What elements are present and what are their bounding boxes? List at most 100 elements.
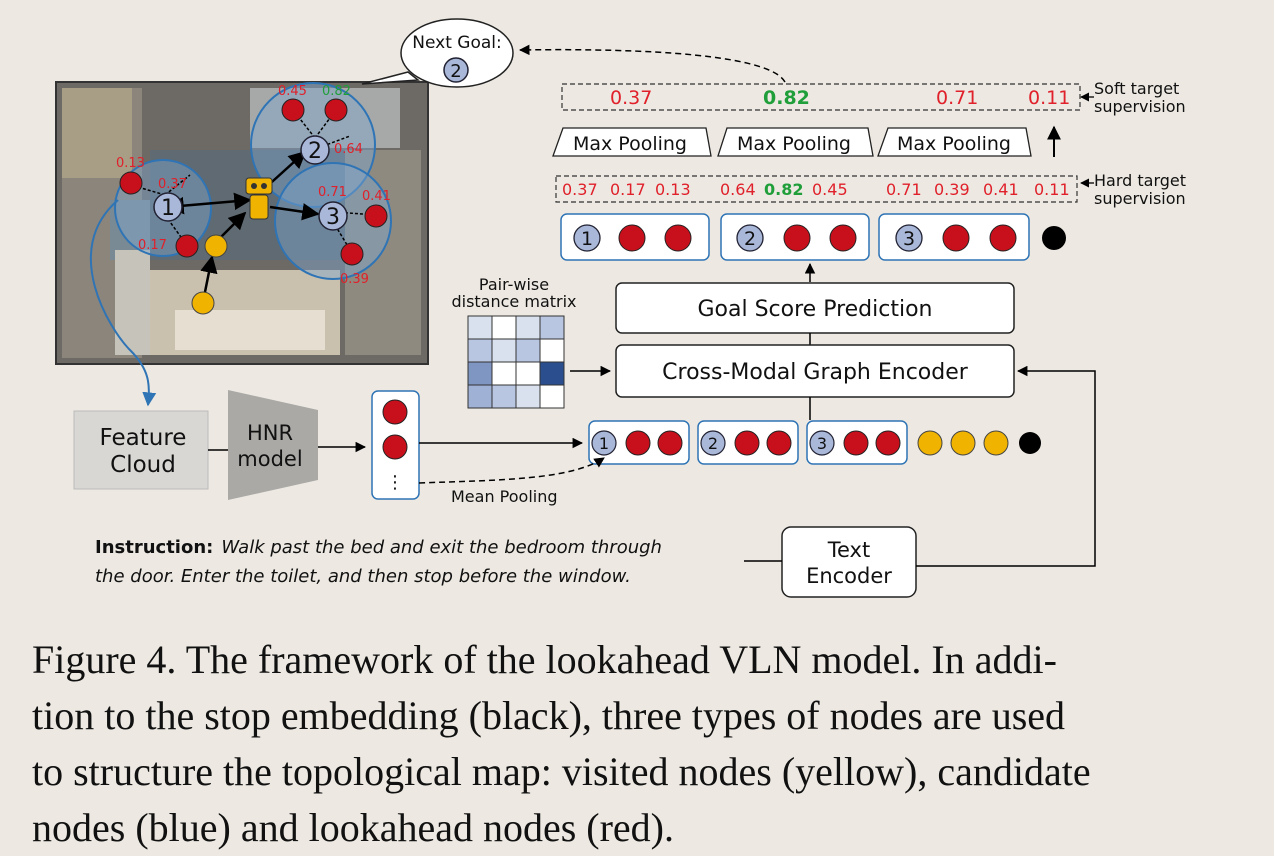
input-lookahead-node bbox=[625, 430, 651, 456]
text-encoder-label-1: Text bbox=[827, 538, 870, 562]
soft-to-goal-arrow bbox=[518, 44, 786, 83]
input-candidate-label: 3 bbox=[817, 434, 827, 453]
output-lookahead-node bbox=[989, 224, 1017, 252]
map-candidate-2-label: 2 bbox=[308, 139, 322, 164]
map-lookahead-node bbox=[340, 242, 364, 266]
map-lookahead-node bbox=[324, 98, 348, 122]
graph-encoder-block bbox=[615, 344, 1015, 398]
input-lookahead-node bbox=[766, 430, 792, 456]
hard-score: 0.37 bbox=[562, 180, 598, 199]
output-lookahead-node bbox=[942, 224, 970, 252]
soft-score: 0.82 bbox=[763, 87, 810, 109]
map-candidate-2: 2 bbox=[300, 135, 330, 165]
hard-label-1: Hard target bbox=[1094, 171, 1186, 190]
hard-score: 0.11 bbox=[1034, 180, 1070, 199]
output-candidate-label: 1 bbox=[581, 228, 593, 250]
input-lookahead-node bbox=[843, 430, 869, 456]
hard-score: 0.71 bbox=[886, 180, 922, 199]
map-rug bbox=[62, 88, 132, 178]
map-to-feature-arrow bbox=[89, 199, 157, 407]
caption-line: tion to the stop embedding (black), thre… bbox=[32, 693, 1066, 738]
soft-score: 0.37 bbox=[610, 87, 652, 109]
goal-score-block bbox=[615, 282, 1015, 334]
map-score: 0.17 bbox=[138, 238, 167, 253]
next-goal-bubble: Next Goal: 2 bbox=[361, 18, 514, 88]
hard-score: 0.17 bbox=[610, 180, 646, 199]
map-score: 0.41 bbox=[362, 189, 391, 204]
instruction-line-2: the door. Enter the toilet, and then sto… bbox=[95, 566, 631, 587]
soft-target-row: 0.37 0.82 0.71 0.11 Soft target supervis… bbox=[561, 79, 1186, 116]
hnr-block bbox=[228, 390, 318, 500]
soft-label-2: supervision bbox=[1094, 97, 1186, 116]
output-node-row: 1 2 3 bbox=[560, 213, 1066, 261]
input-candidate-label: 1 bbox=[599, 434, 609, 453]
feature-cloud-label-2: Cloud bbox=[110, 452, 176, 478]
predicted-feature-node bbox=[382, 399, 408, 425]
text-encoder-to-graph-arrow bbox=[916, 365, 1096, 567]
map-furniture bbox=[115, 250, 150, 355]
visited-node bbox=[191, 291, 215, 315]
max-pooling-label: Max Pooling bbox=[897, 133, 1011, 155]
map-candidate-3-label: 3 bbox=[326, 205, 340, 230]
map-score: 0.64 bbox=[334, 142, 363, 157]
instruction-text-1: Walk past the bed and exit the bedroom t… bbox=[221, 537, 662, 558]
hard-target-row: 0.37 0.17 0.13 0.64 0.82 0.45 0.71 0.39 … bbox=[555, 171, 1186, 208]
map-candidate-1-label: 1 bbox=[161, 196, 175, 221]
text-encoder-block bbox=[781, 526, 917, 598]
hard-score: 0.64 bbox=[720, 180, 756, 199]
predicted-feature-node bbox=[382, 434, 408, 460]
input-candidate-label: 2 bbox=[708, 434, 718, 453]
instruction-label: Instruction: bbox=[95, 537, 213, 558]
floor-plan-map: 1 2 3 0.13 0.37 0.17 0.45 0.82 0.64 0.71… bbox=[55, 81, 429, 407]
hard-label-2: supervision bbox=[1094, 189, 1186, 208]
map-sub-link bbox=[292, 109, 316, 139]
map-link-visited-b bbox=[217, 211, 247, 241]
figure-caption: Figure 4. The framework of the lookahead… bbox=[32, 632, 1252, 856]
input-visited-node bbox=[917, 430, 943, 456]
map-score: 0.13 bbox=[116, 156, 145, 171]
map-score: 0.82 bbox=[322, 84, 351, 99]
output-lookahead-node bbox=[783, 224, 811, 252]
pairwise-label-2: distance matrix bbox=[451, 292, 576, 311]
map-lookahead-node bbox=[281, 98, 305, 122]
hard-score: 0.45 bbox=[812, 180, 848, 199]
max-pooling-row: Max Pooling Max Pooling Max Pooling bbox=[552, 125, 1061, 157]
input-stop-node bbox=[1019, 432, 1041, 454]
mean-pooling-label: Mean Pooling bbox=[451, 487, 558, 506]
predicted-features-ellipsis: ⋮ bbox=[386, 472, 404, 493]
caption-line: nodes (blue) and lookahead nodes (red). bbox=[32, 805, 674, 850]
output-candidate-label: 2 bbox=[744, 228, 756, 250]
soft-score: 0.71 bbox=[936, 87, 978, 109]
map-link-3 bbox=[269, 203, 320, 221]
output-candidate-label: 3 bbox=[903, 228, 915, 250]
goal-score-label: Goal Score Prediction bbox=[698, 297, 933, 322]
max-pooling-label: Max Pooling bbox=[737, 133, 851, 155]
map-score: 0.71 bbox=[318, 185, 347, 200]
map-score: 0.45 bbox=[278, 84, 307, 99]
output-lookahead-node bbox=[664, 224, 692, 252]
feature-cloud-block bbox=[73, 410, 209, 490]
map-lookahead-node bbox=[175, 234, 199, 258]
instruction-line-1: Instruction: Walk past the bed and exit t… bbox=[95, 537, 662, 558]
input-visited-node bbox=[950, 430, 976, 456]
hard-score: 0.39 bbox=[934, 180, 970, 199]
map-sub-link bbox=[164, 174, 191, 196]
soft-score: 0.11 bbox=[1028, 87, 1070, 109]
input-visited-node bbox=[983, 430, 1009, 456]
feature-cloud-label-1: Feature bbox=[100, 425, 187, 451]
next-goal-title: Next Goal: bbox=[412, 33, 501, 53]
map-candidate-1: 1 bbox=[153, 192, 183, 222]
map-bed-pillow bbox=[175, 310, 325, 350]
output-stop-node bbox=[1042, 226, 1066, 250]
map-score: 0.39 bbox=[340, 272, 369, 287]
map-lookahead-node bbox=[364, 204, 388, 228]
next-goal-node: 2 bbox=[450, 61, 461, 82]
hard-score: 0.41 bbox=[983, 180, 1019, 199]
output-lookahead-node bbox=[618, 224, 646, 252]
graph-encoder-label: Cross-Modal Graph Encoder bbox=[662, 360, 969, 385]
hnr-label-2: model bbox=[237, 447, 302, 471]
hnr-label-1: HNR bbox=[247, 421, 293, 445]
caption-line: Figure 4. The framework of the lookahead… bbox=[32, 637, 1057, 682]
output-lookahead-node bbox=[829, 224, 857, 252]
